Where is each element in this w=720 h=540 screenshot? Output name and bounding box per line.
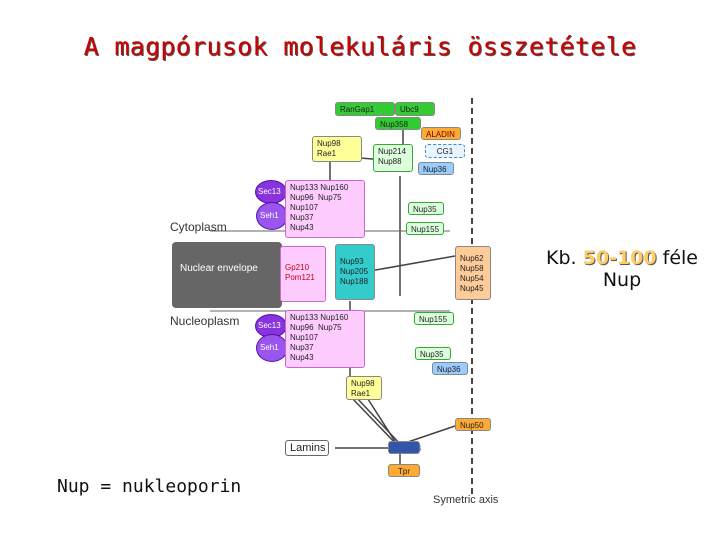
node-nuclear-envelope: Nuclear envelope xyxy=(172,242,282,308)
node-nup35-bot: Nup35 xyxy=(415,347,451,360)
nup-diagram: Cytoplasm Nucleoplasm Symetric axis RanG… xyxy=(170,96,520,508)
node-nup133-top: Nup133 Nup160 Nup96 Nup75 Nup107 Nup37 N… xyxy=(285,180,365,238)
caption: Nup = nukleoporin xyxy=(57,476,242,497)
node-nup155-top: Nup155 xyxy=(406,222,444,235)
node-nup36-bot: Nup36 xyxy=(432,362,468,375)
node-nup36-top: Nup36 xyxy=(418,162,454,175)
node-aladin: ALADIN xyxy=(421,127,461,140)
node-nup214: Nup214 Nup88 xyxy=(373,144,413,172)
label-symmetric-axis: Symetric axis xyxy=(433,494,499,506)
node-cg1: CG1 xyxy=(425,144,465,158)
label-nucleoplasm: Nucleoplasm xyxy=(170,314,240,328)
page-title: A magpórusok molekuláris összetétele xyxy=(83,32,637,61)
node-nup133-bot: Nup133 Nup160 Nup96 Nup75 Nup107 Nup37 N… xyxy=(285,310,365,368)
label-range: 50-100 xyxy=(582,247,657,269)
label-cytoplasm: Cytoplasm xyxy=(170,220,227,234)
node-nup358: Nup358 xyxy=(375,117,421,130)
node-tpr: Tpr xyxy=(388,464,420,477)
node-rangap1: RanGap1 xyxy=(335,102,395,116)
node-nup62: Nup62 Nup58 Nup54 Nup45 xyxy=(455,246,491,300)
node-seh1-top: Seh1 xyxy=(256,202,288,230)
node-nup98-bot: Nup98 Rae1 xyxy=(346,376,382,400)
node-nup98-top: Nup98 Rae1 xyxy=(312,136,362,162)
node-gp210: Gp210 Pom121 xyxy=(280,246,326,302)
node-nup35-top: Nup35 xyxy=(408,202,444,215)
node-ubc9: Ubc9 xyxy=(395,102,435,116)
node-nup50: Nup50 xyxy=(455,418,491,431)
label-prefix: Kb. xyxy=(545,247,577,269)
label-line2: Nup xyxy=(602,269,642,291)
nup-count-label: Kb. 50-100 féle Nup xyxy=(522,247,720,291)
node-sec13-top: Sec13 xyxy=(255,180,287,204)
node-nup153: Nup153 xyxy=(388,441,421,454)
node-seh1-bot: Seh1 xyxy=(256,334,288,362)
node-nup155-bot: Nup155 xyxy=(414,312,454,325)
node-nup93: Nup93 Nup205 Nup188 xyxy=(335,244,375,300)
label-suffix: féle xyxy=(662,247,698,269)
node-lamins: Lamins xyxy=(285,440,329,456)
